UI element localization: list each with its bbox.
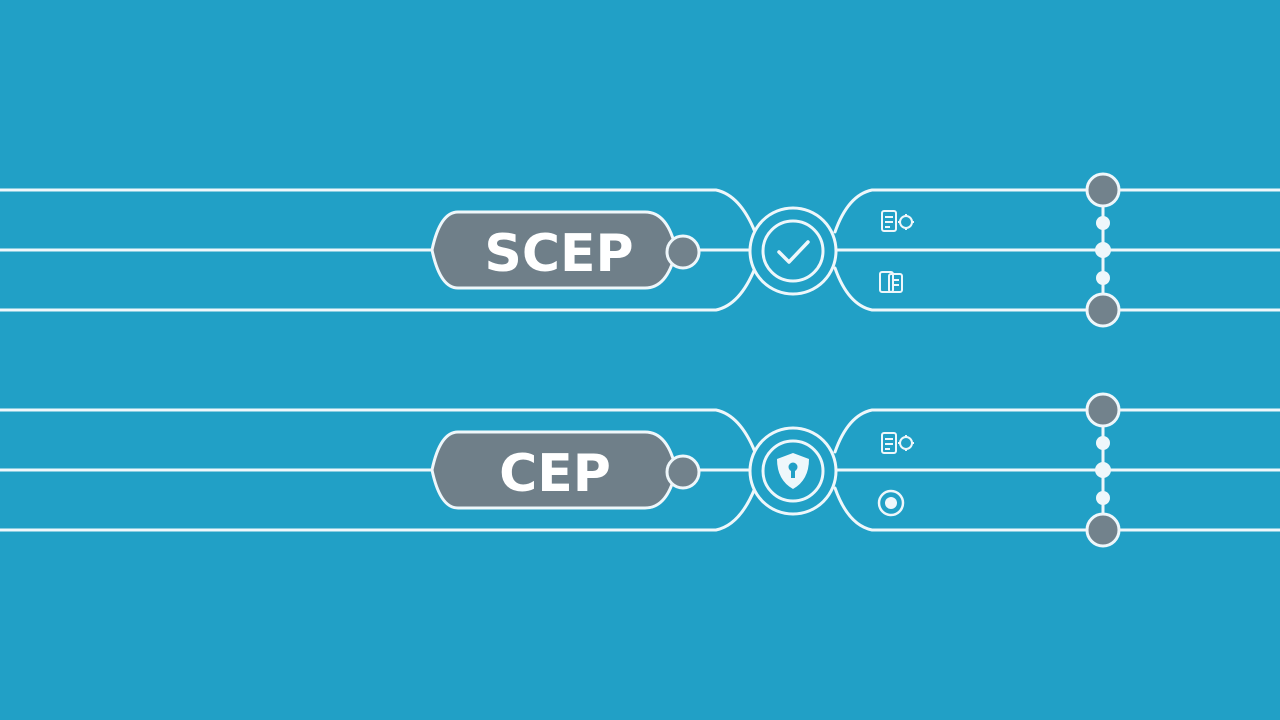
cep-pill-node [665,454,701,490]
scep-label: SCEP [484,224,633,284]
node-dot [1095,462,1111,478]
node-bottom [1085,292,1121,328]
line-top-left [0,188,757,234]
scep-pill-node [665,234,701,270]
scep-pill: SCEP [430,210,678,290]
line-bottom-left [0,486,757,532]
row-scep [0,188,1280,312]
node-dot [1096,491,1110,505]
row-cep [0,408,1280,532]
node-dot [1096,216,1110,230]
node-dot [1096,271,1110,285]
cep-label: CEP [499,444,611,504]
node-top [1085,172,1121,208]
node-dot [1096,436,1110,450]
node-top [1085,392,1121,428]
line-top-left [0,408,757,454]
shield-lock-icon [748,426,838,516]
line-bottom-right [833,266,1280,312]
line-top-right [833,408,1280,454]
cep-right-nodes [1085,392,1121,548]
check-icon [748,206,838,296]
document-gear-icon [881,432,914,454]
line-bottom-right [833,486,1280,532]
node-bottom [1085,512,1121,548]
line-bottom-left [0,266,757,312]
cep-pill: CEP [430,430,678,510]
document-gear-icon [881,210,914,232]
node-dot [1095,242,1111,258]
document-icon [879,271,903,293]
scep-right-nodes [1085,172,1121,328]
circular-badge-icon [877,489,905,517]
line-top-right [833,188,1280,234]
